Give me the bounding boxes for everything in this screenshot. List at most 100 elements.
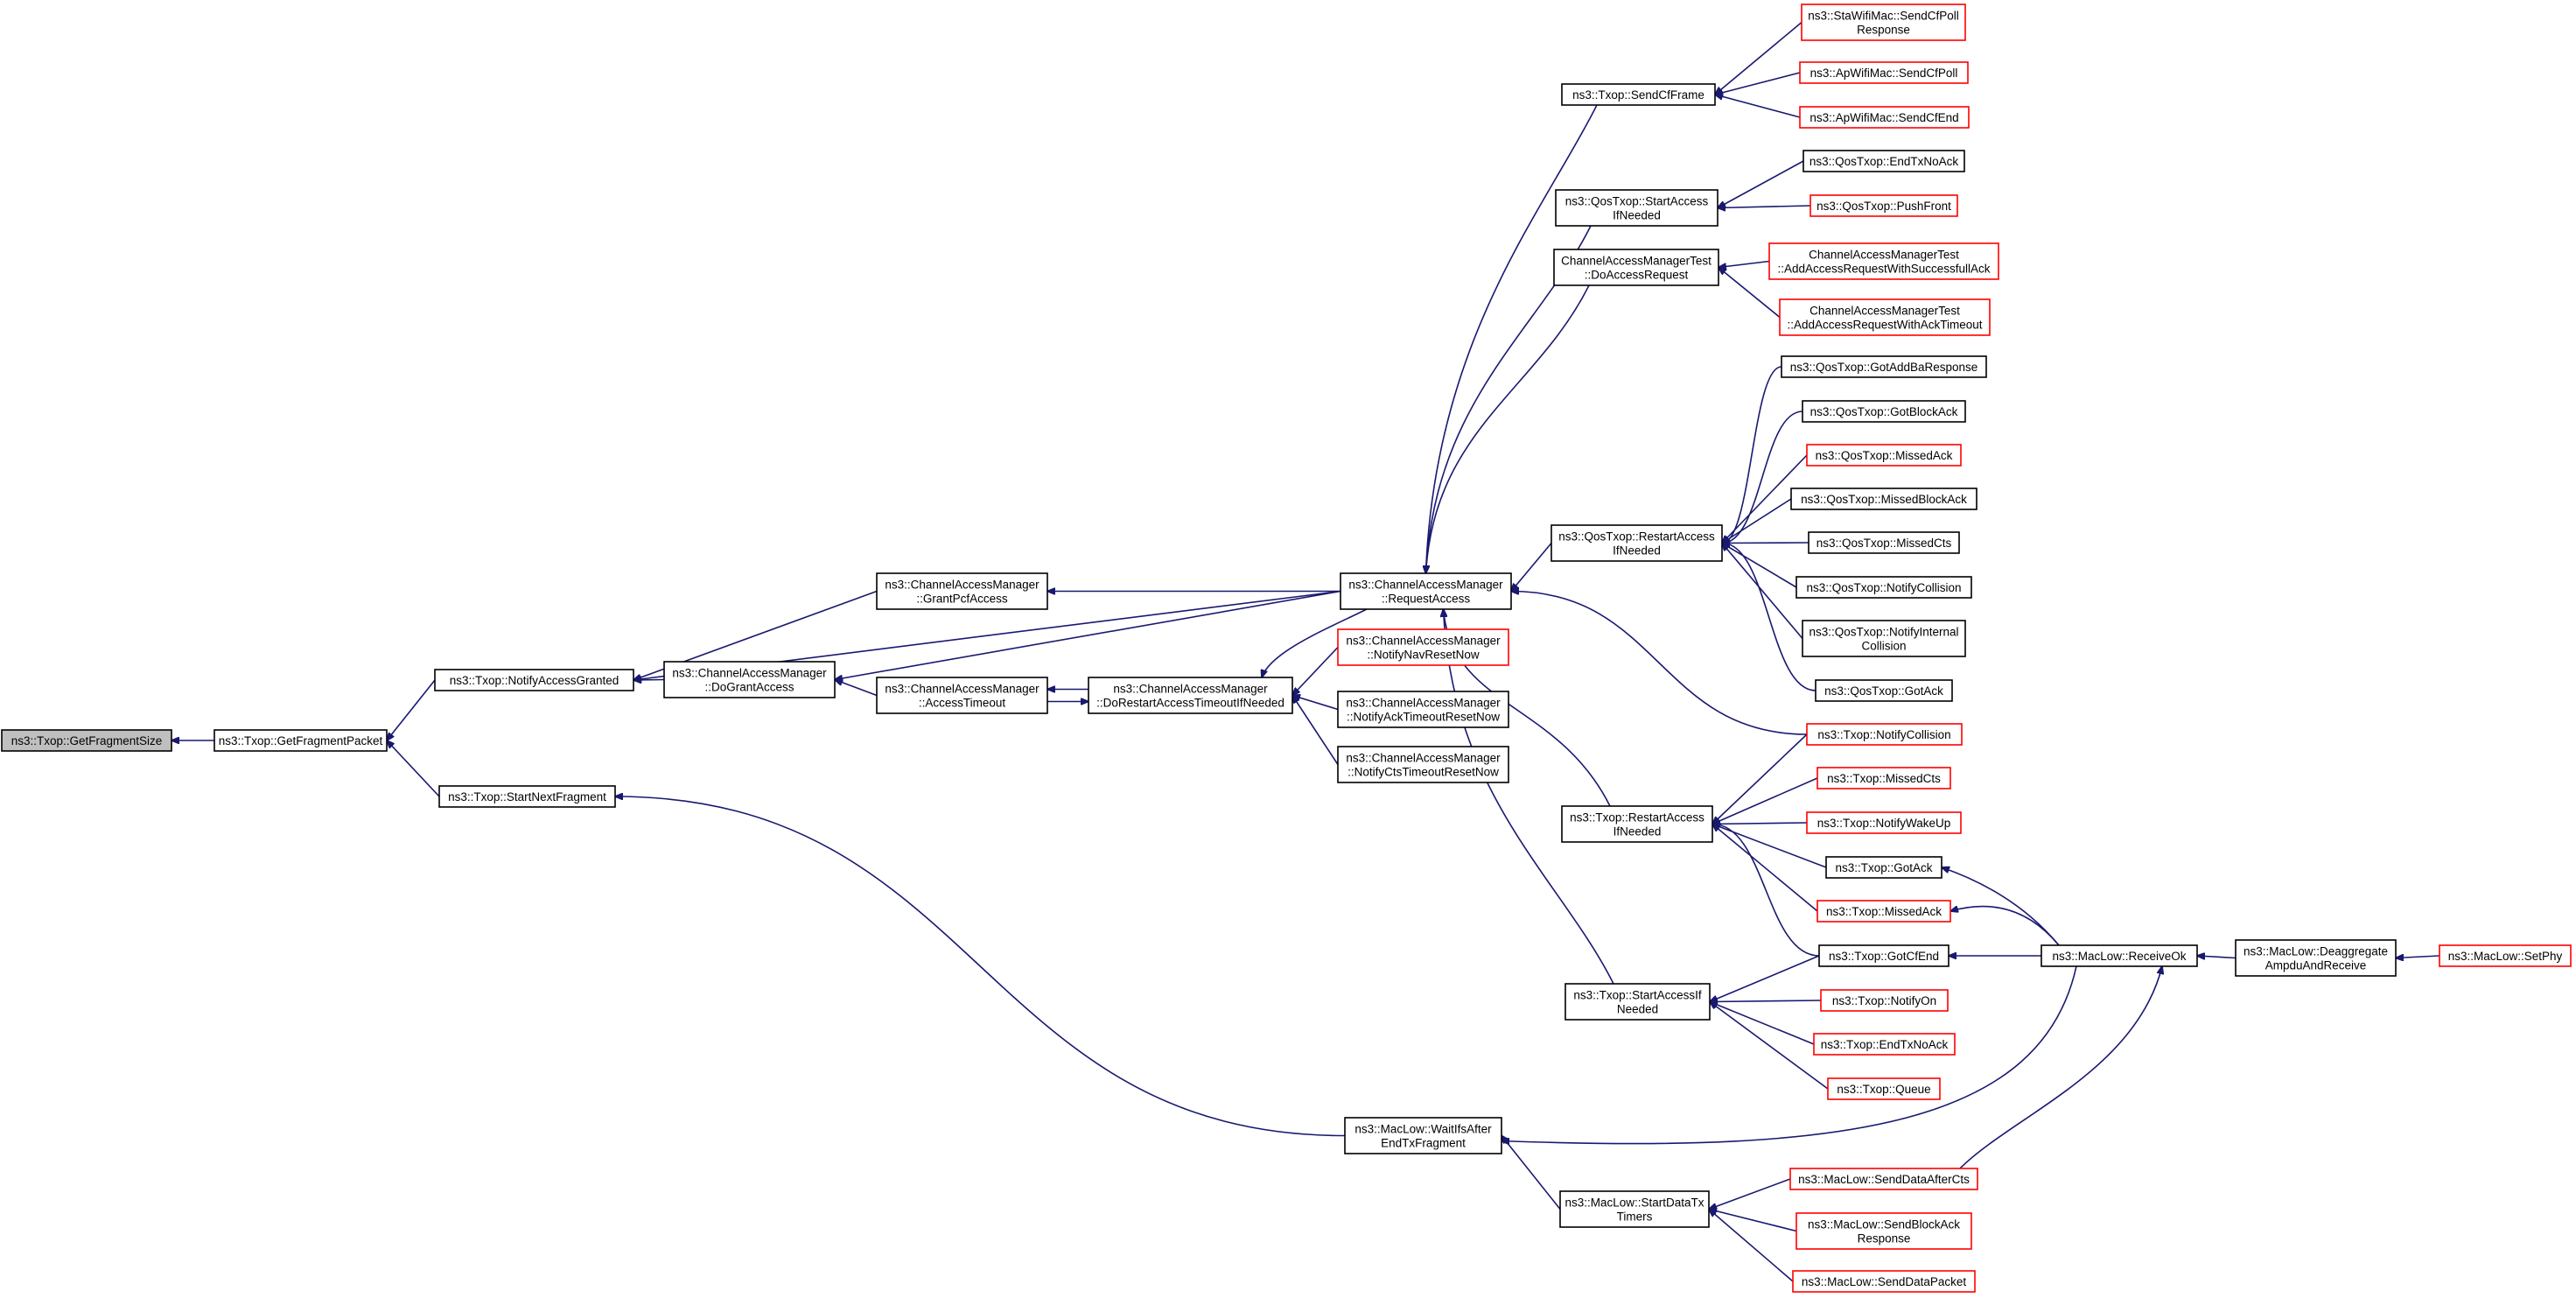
node-box[interactable] <box>1550 524 1723 562</box>
node-ns3-txop-missedcts[interactable]: ns3::Txop::MissedCts <box>1816 767 1951 789</box>
node-ns3-apwifimac-sendcfend[interactable]: ns3::ApWifiMac::SendCfEnd <box>1799 106 1970 129</box>
node-box[interactable] <box>1768 242 1999 280</box>
node-ns3-qostxop-notifycollision[interactable]: ns3::QosTxop::NotifyCollision <box>1796 576 1972 599</box>
node-ns3-qostxop-missedack[interactable]: ns3::QosTxop::MissedAck <box>1806 444 1962 467</box>
node-box[interactable] <box>1779 298 1991 336</box>
node-box[interactable] <box>1806 811 1962 834</box>
node-box[interactable] <box>1806 723 1963 746</box>
node-box[interactable] <box>1816 900 1951 923</box>
node-box[interactable] <box>1561 83 1716 106</box>
node-box[interactable] <box>876 677 1048 714</box>
node-box[interactable] <box>1 729 172 752</box>
node-ns3-txop-getfragmentsize[interactable]: ns3::Txop::GetFragmentSize <box>1 729 172 752</box>
node-box[interactable] <box>1802 400 1966 423</box>
node-box[interactable] <box>1818 944 1950 967</box>
node-ns3-channelaccessmanager-accesstimeout[interactable]: ns3::ChannelAccessManager::AccessTimeout <box>876 677 1048 714</box>
node-box[interactable] <box>1781 355 1987 378</box>
node-box[interactable] <box>1344 1117 1502 1154</box>
node-box[interactable] <box>1796 1212 1972 1250</box>
node-ns3-qostxop-pushfront[interactable]: ns3::QosTxop::PushFront <box>1810 194 1958 217</box>
node-ns3-channelaccessmanager-notifynavresetnow[interactable]: ns3::ChannelAccessManager::NotifyNavRese… <box>1337 628 1509 666</box>
node-box[interactable] <box>434 669 634 691</box>
node-ns3-qostxop-gotack[interactable]: ns3::QosTxop::GotAck <box>1815 679 1953 702</box>
node-ns3-maclow-setphy[interactable]: ns3::MacLow::SetPhy <box>2439 944 2572 967</box>
node-box[interactable] <box>2439 944 2572 967</box>
node-ns3-txop-notifyon[interactable]: ns3::Txop::NotifyOn <box>1820 989 1949 1012</box>
node-ns3-channelaccessmanager-notifyctstimeoutresetnow[interactable]: ns3::ChannelAccessManager::NotifyCtsTime… <box>1337 746 1509 783</box>
node-box[interactable] <box>1806 444 1962 467</box>
node-box[interactable] <box>1802 620 1966 657</box>
node-box[interactable] <box>1813 1033 1956 1056</box>
node-box[interactable] <box>1337 628 1509 666</box>
node-box[interactable] <box>876 572 1048 610</box>
node-box[interactable] <box>1815 679 1953 702</box>
node-ns3-txop-notifywakeup[interactable]: ns3::Txop::NotifyWakeUp <box>1806 811 1962 834</box>
node-box[interactable] <box>1790 488 1978 510</box>
node-box[interactable] <box>1796 576 1972 599</box>
node-box[interactable] <box>1810 194 1958 217</box>
node-channelaccessmanagertest-addaccessrequestwithsuccessfullack[interactable]: ChannelAccessManagerTest::AddAccessReque… <box>1768 242 1999 280</box>
node-box[interactable] <box>2040 944 2198 967</box>
node-ns3-maclow-senddataaftercts[interactable]: ns3::MacLow::SendDataAfterCts <box>1789 1168 1978 1190</box>
node-box[interactable] <box>663 661 836 698</box>
node-box[interactable] <box>1825 856 1942 879</box>
node-channelaccessmanagertest-addaccessrequestwithacktimeout[interactable]: ChannelAccessManagerTest::AddAccessReque… <box>1779 298 1991 336</box>
node-box[interactable] <box>1555 189 1718 227</box>
node-ns3-txop-missedack[interactable]: ns3::Txop::MissedAck <box>1816 900 1951 923</box>
node-box[interactable] <box>1808 531 1960 554</box>
node-ns3-qostxop-gotblockack[interactable]: ns3::QosTxop::GotBlockAck <box>1802 400 1966 423</box>
node-ns3-qostxop-endtxnoack[interactable]: ns3::QosTxop::EndTxNoAck <box>1802 150 1965 172</box>
node-ns3-apwifimac-sendcfpoll[interactable]: ns3::ApWifiMac::SendCfPoll <box>1799 61 1969 84</box>
node-box[interactable] <box>1553 249 1719 286</box>
node-box[interactable] <box>1802 150 1965 172</box>
node-box[interactable] <box>1337 746 1509 783</box>
node-ns3-txop-notifyaccessgranted[interactable]: ns3::Txop::NotifyAccessGranted <box>434 669 634 691</box>
node-ns3-txop-getfragmentpacket[interactable]: ns3::Txop::GetFragmentPacket <box>214 729 388 752</box>
node-box[interactable] <box>2235 939 2397 977</box>
node-ns3-txop-startnextfragment[interactable]: ns3::Txop::StartNextFragment <box>438 785 616 808</box>
node-box[interactable] <box>1827 1077 1941 1100</box>
node-box[interactable] <box>1564 983 1711 1021</box>
node-box[interactable] <box>214 729 388 752</box>
node-ns3-qostxop-missedblockack[interactable]: ns3::QosTxop::MissedBlockAck <box>1790 488 1978 510</box>
node-ns3-channelaccessmanager-notifyacktimeoutresetnow[interactable]: ns3::ChannelAccessManager::NotifyAckTime… <box>1337 691 1509 728</box>
node-channelaccessmanagertest-doaccessrequest[interactable]: ChannelAccessManagerTest::DoAccessReques… <box>1553 249 1719 286</box>
node-ns3-txop-gotack[interactable]: ns3::Txop::GotAck <box>1825 856 1942 879</box>
node-ns3-maclow-receiveok[interactable]: ns3::MacLow::ReceiveOk <box>2040 944 2198 967</box>
node-box[interactable] <box>1792 1270 1976 1293</box>
node-ns3-channelaccessmanager-grantpcfaccess[interactable]: ns3::ChannelAccessManager::GrantPcfAcces… <box>876 572 1048 610</box>
node-box[interactable] <box>1820 989 1949 1012</box>
node-ns3-txop-sendcfframe[interactable]: ns3::Txop::SendCfFrame <box>1561 83 1716 106</box>
node-ns3-txop-endtxnoack[interactable]: ns3::Txop::EndTxNoAck <box>1813 1033 1956 1056</box>
node-box[interactable] <box>1801 4 1966 41</box>
node-box[interactable] <box>1789 1168 1978 1190</box>
node-ns3-txop-notifycollision[interactable]: ns3::Txop::NotifyCollision <box>1806 723 1963 746</box>
node-ns3-qostxop-missedcts[interactable]: ns3::QosTxop::MissedCts <box>1808 531 1960 554</box>
node-box[interactable] <box>1337 691 1509 728</box>
node-box[interactable] <box>438 785 616 808</box>
node-ns3-maclow-senddatapacket[interactable]: ns3::MacLow::SendDataPacket <box>1792 1270 1976 1293</box>
node-box[interactable] <box>1340 572 1512 610</box>
node-ns3-channelaccessmanager-requestaccess[interactable]: ns3::ChannelAccessManager::RequestAccess <box>1340 572 1512 610</box>
node-ns3-txop-queue[interactable]: ns3::Txop::Queue <box>1827 1077 1941 1100</box>
node-ns3-channelaccessmanager-dograntaccess[interactable]: ns3::ChannelAccessManager::DoGrantAccess <box>663 661 836 698</box>
node-ns3-qostxop-gotaddbaresponse[interactable]: ns3::QosTxop::GotAddBaResponse <box>1781 355 1987 378</box>
node-box[interactable] <box>1559 1190 1710 1228</box>
node-box[interactable] <box>1816 767 1951 789</box>
node-box[interactable] <box>1799 106 1970 129</box>
node-box[interactable] <box>1561 805 1713 843</box>
node-box[interactable] <box>1088 677 1293 714</box>
node-ns3-channelaccessmanager-dorestartaccesstimeoutifneeded[interactable]: ns3::ChannelAccessManager::DoRestartAcce… <box>1088 677 1293 714</box>
node-ns3-txop-gotcfend[interactable]: ns3::Txop::GotCfEnd <box>1818 944 1950 967</box>
node-box[interactable] <box>1799 61 1969 84</box>
